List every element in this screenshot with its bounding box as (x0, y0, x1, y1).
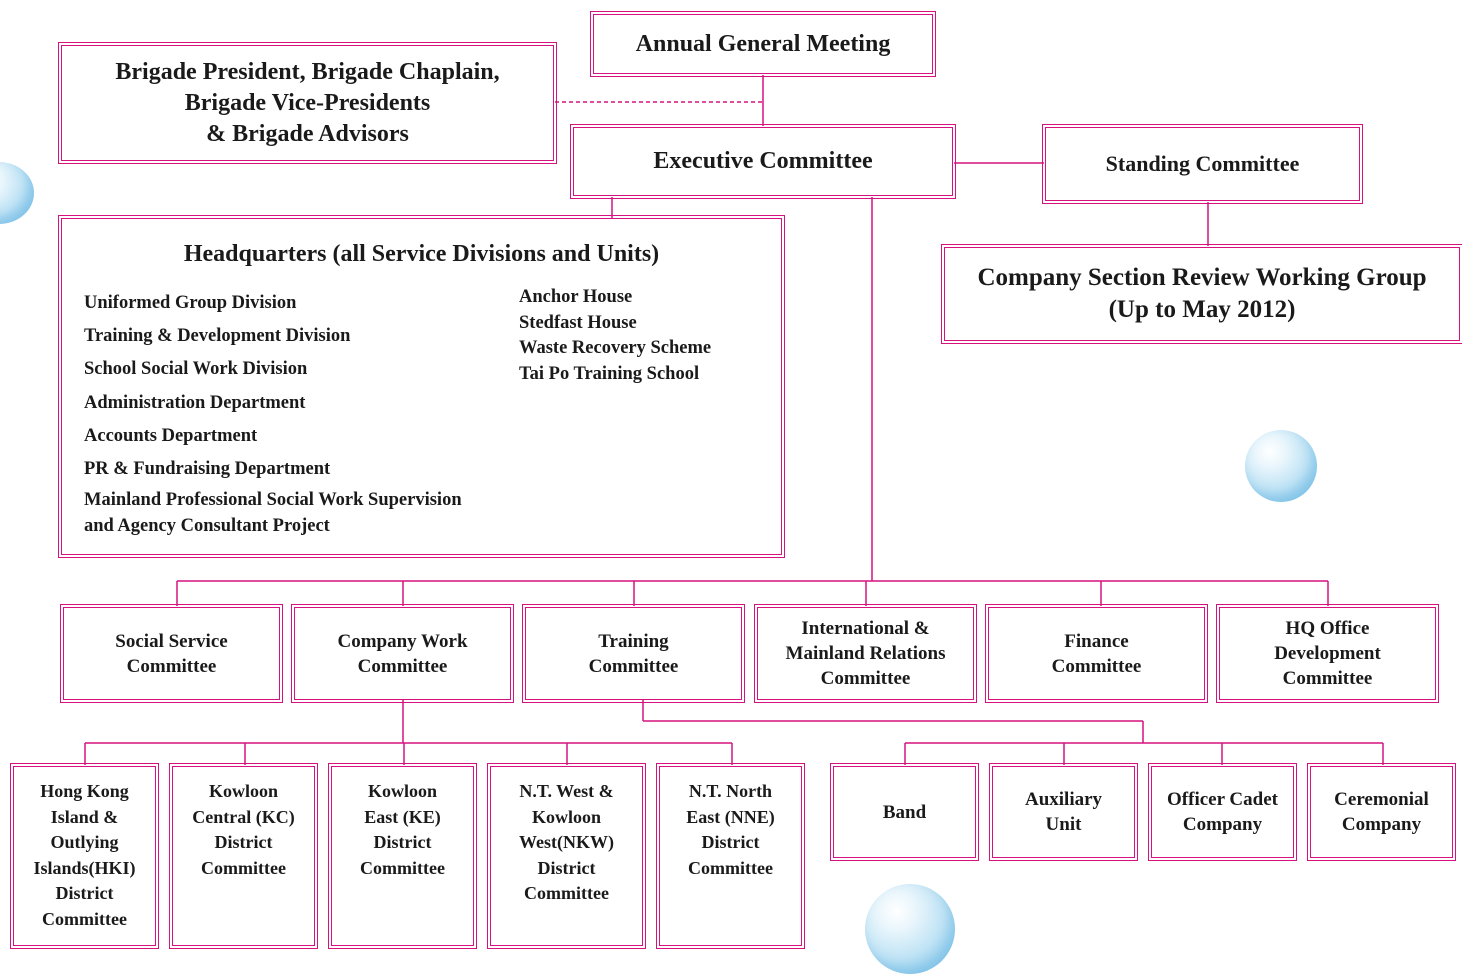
district-box-kc: Kowloon Central (KC) District Committee (169, 763, 318, 949)
division-item: Training & Development Division (84, 326, 351, 347)
unit-box-band: Band (830, 763, 979, 861)
district-line: Hong Kong (40, 781, 129, 801)
district-line: Committee (360, 857, 445, 878)
committee-line: Mainland Relations (785, 643, 946, 664)
division-item-mainland: Mainland Professional Social Work Superv… (84, 487, 462, 539)
district-line: Kowloon (208, 781, 278, 801)
unit-item: Tai Po Training School (519, 363, 700, 384)
division-list: Uniformed Group Division Training & Deve… (84, 287, 350, 486)
headquarters-box: Headquarters (all Service Divisions and … (58, 215, 785, 558)
bubble-decoration-right (1245, 430, 1317, 502)
district-line: Kowloon (367, 781, 437, 801)
committee-line: Development (1274, 643, 1381, 664)
division-item: Administration Department (84, 392, 306, 413)
district-line: Islands(HKI) (33, 857, 136, 878)
district-line: Committee (524, 883, 609, 903)
committee-line: Committee (1051, 655, 1142, 677)
unit-line: Unit (1045, 814, 1082, 835)
committee-line: Finance (1064, 630, 1129, 652)
district-box-nne: N.T. North East (NNE) District Committee (656, 763, 805, 949)
district-box-hki: Hong Kong Island & Outlying Islands(HKI)… (10, 763, 159, 949)
division-item: School Social Work Division (84, 359, 308, 380)
committee-line: Social Service (115, 630, 228, 652)
district-line: District (537, 857, 596, 878)
bubble-decoration-bottom (865, 884, 955, 974)
district-line: District (701, 832, 760, 852)
district-line: Committee (42, 908, 127, 929)
district-line: N.T. North (688, 781, 773, 801)
unit-line: Company (1341, 814, 1422, 835)
review-line: (Up to May 2012) (1108, 296, 1296, 323)
committee-line: Committee (820, 668, 911, 689)
executive-committee-label: Executive Committee (653, 148, 873, 174)
division-line: and Agency Consultant Project (84, 516, 330, 536)
committee-line: Committee (126, 655, 217, 677)
org-chart: Annual General Meeting Brigade President… (0, 11, 1462, 974)
district-line: Committee (201, 857, 286, 878)
unit-item: Anchor House (519, 287, 633, 307)
agm-box: Annual General Meeting (590, 11, 936, 77)
executive-committee-box: Executive Committee (570, 124, 956, 199)
district-line: Committee (688, 857, 773, 878)
division-item: PR & Fundraising Department (84, 459, 331, 480)
president-line: & Brigade Advisors (206, 120, 409, 147)
district-box-nkw: N.T. West & Kowloon West(NKW) District C… (487, 763, 646, 949)
district-line: Island & (50, 806, 119, 827)
district-line: District (373, 832, 432, 852)
unit-list: Anchor House Stedfast House Waste Recove… (519, 285, 711, 387)
committee-box-company-work: Company Work Committee (291, 604, 514, 703)
committee-box-training: Training Committee (522, 604, 745, 703)
unit-box-officer-cadet: Officer Cadet Company (1148, 763, 1297, 861)
president-box: Brigade President, Brigade Chaplain, Bri… (58, 42, 557, 164)
unit-box-auxiliary: Auxiliary Unit (989, 763, 1138, 861)
unit-line: Band (882, 801, 927, 823)
unit-line: Officer Cadet (1167, 789, 1278, 810)
president-line: Brigade Vice-Presidents (184, 89, 431, 116)
headquarters-title: Headquarters (all Service Divisions and … (183, 241, 660, 267)
committee-box-finance: Finance Committee (985, 604, 1208, 703)
district-line: Outlying (50, 832, 119, 852)
committee-line: HQ Office (1285, 618, 1370, 639)
district-line: N.T. West & (519, 781, 614, 801)
committee-box-international: International & Mainland Relations Commi… (754, 604, 977, 703)
president-line: Brigade President, Brigade Chaplain, (115, 58, 500, 85)
review-line: Company Section Review Working Group (977, 264, 1427, 291)
division-item: Accounts Department (84, 425, 258, 446)
district-line: District (214, 832, 273, 852)
district-line: Kowloon (531, 806, 601, 827)
committee-line: International & (801, 618, 930, 639)
committee-line: Committee (357, 655, 448, 677)
committee-line: Company Work (337, 630, 468, 652)
committee-box-hq-office: HQ Office Development Committee (1216, 604, 1439, 703)
district-line: East (NNE) (686, 806, 775, 827)
unit-line: Auxiliary (1024, 789, 1103, 810)
district-line: West(NKW) (519, 832, 614, 852)
district-line: East (KE) (364, 806, 441, 827)
committee-line: Committee (588, 655, 679, 677)
unit-line: Ceremonial (1334, 789, 1429, 810)
district-line: Central (KC) (192, 806, 295, 827)
division-item: Uniformed Group Division (84, 293, 297, 313)
standing-committee-label: Standing Committee (1105, 151, 1300, 176)
review-working-group-box: Company Section Review Working Group (Up… (941, 244, 1462, 344)
unit-item: Stedfast House (519, 312, 637, 333)
district-line: District (55, 883, 114, 903)
committee-line: Committee (1282, 668, 1373, 689)
standing-committee-box: Standing Committee (1042, 124, 1363, 204)
district-box-ke: Kowloon East (KE) District Committee (328, 763, 477, 949)
unit-line: Company (1182, 814, 1263, 835)
committee-box-social-service: Social Service Committee (60, 604, 283, 703)
unit-item: Waste Recovery Scheme (519, 338, 712, 358)
unit-box-ceremonial: Ceremonial Company (1307, 763, 1456, 861)
agm-label: Annual General Meeting (635, 30, 891, 57)
committee-line: Training (598, 630, 669, 652)
division-line: Mainland Professional Social Work Superv… (84, 490, 462, 510)
